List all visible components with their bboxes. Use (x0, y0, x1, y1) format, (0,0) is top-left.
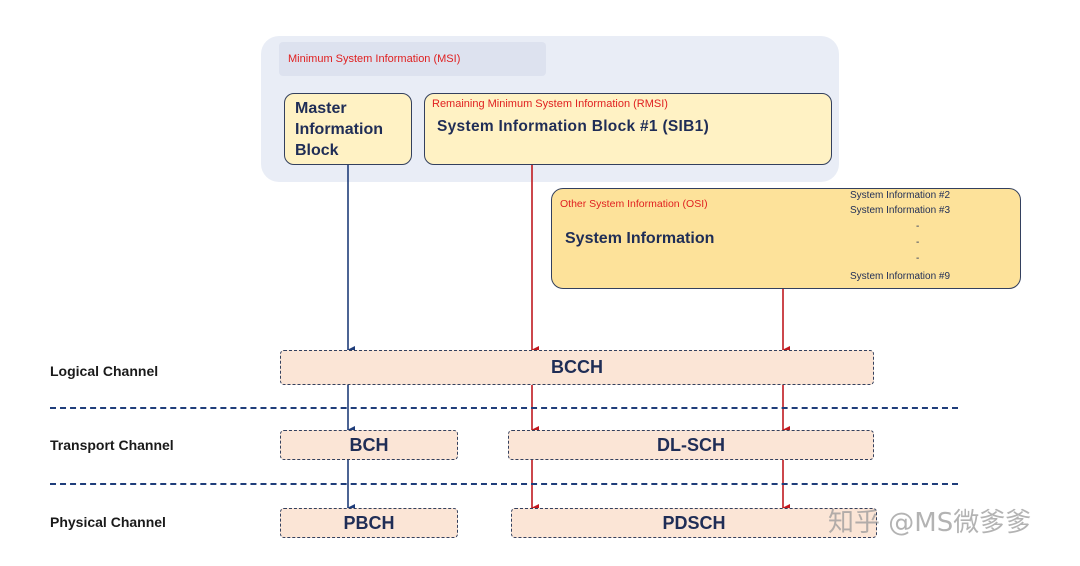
si-item: System Information #3 (850, 205, 951, 216)
si-ellipsis-dash: - (916, 253, 920, 264)
si-item: System Information #2 (850, 190, 951, 201)
rmsi-title: System Information Block #1 (SIB1) (437, 118, 710, 135)
pdsch-box: PDSCH (511, 508, 877, 538)
rmsi-box (424, 93, 832, 165)
osi-box (551, 188, 1021, 289)
rmsi-label: Remaining Minimum System Information (RM… (432, 98, 668, 110)
osi-label: Other System Information (OSI) (560, 198, 708, 210)
logical-channel-label: Logical Channel (50, 363, 159, 379)
mib-title: Master Information Block (295, 100, 383, 159)
separator-line (50, 407, 958, 409)
si-ellipsis-dash: - (916, 237, 920, 248)
bcch-box: BCCH (280, 350, 874, 385)
msi-label: Minimum System Information (MSI) (288, 53, 461, 65)
msi-label-bar (279, 42, 546, 76)
physical-channel-label: Physical Channel (50, 514, 166, 530)
bch-box: BCH (280, 430, 458, 460)
mib-box (284, 93, 412, 165)
dlsch-box: DL-SCH (508, 430, 874, 460)
osi-title: System Information (565, 230, 715, 247)
separator-line (50, 483, 958, 485)
si-item: System Information #9 (850, 271, 951, 282)
watermark: 知乎 @MS微爹爹 (828, 508, 1032, 538)
transport-channel-label: Transport Channel (50, 437, 174, 453)
pbch-box: PBCH (280, 508, 458, 538)
si-ellipsis-dash: - (916, 221, 920, 232)
